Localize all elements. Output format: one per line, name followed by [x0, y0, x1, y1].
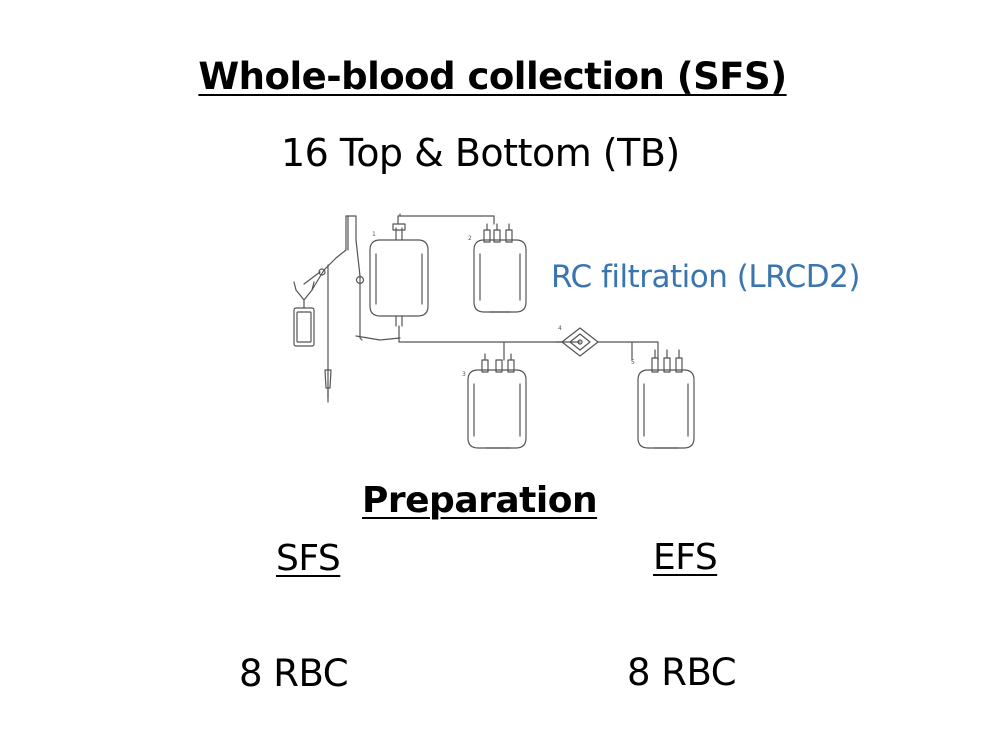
rc-filter: 4	[555, 325, 599, 357]
column-heading-efs: EFS	[653, 537, 718, 578]
bag-number: 4	[558, 325, 562, 332]
bag-2: 2	[468, 223, 527, 313]
tubing-bag1-bag2	[397, 213, 495, 225]
tubing-bag1-bag3	[398, 325, 581, 361]
sample-pouch	[293, 281, 315, 347]
tubing-filter-bag5	[597, 341, 659, 361]
slide-title: Whole-blood collection (SFS)	[198, 55, 787, 98]
bag-1: 1	[369, 223, 429, 327]
bag-number: 5	[631, 359, 635, 366]
filtration-label: RC filtration (LRCD2)	[551, 259, 860, 295]
blood-bag-system-diagram: 1 2 3 4	[293, 213, 695, 449]
bag-number: 1	[372, 231, 376, 238]
donor-tubing	[335, 215, 401, 341]
bag-3: 3	[462, 353, 527, 449]
bag-number: 3	[462, 371, 466, 378]
bag-number: 2	[468, 235, 472, 242]
preparation-heading: Preparation	[362, 480, 598, 521]
bag-5: 5	[631, 349, 695, 449]
column-value-sfs: 8 RBC	[239, 652, 349, 695]
needle-line	[303, 257, 337, 403]
column-heading-sfs: SFS	[276, 538, 341, 579]
column-value-efs: 8 RBC	[627, 651, 737, 694]
slide-subtitle: 16 Top & Bottom (TB)	[281, 131, 680, 175]
